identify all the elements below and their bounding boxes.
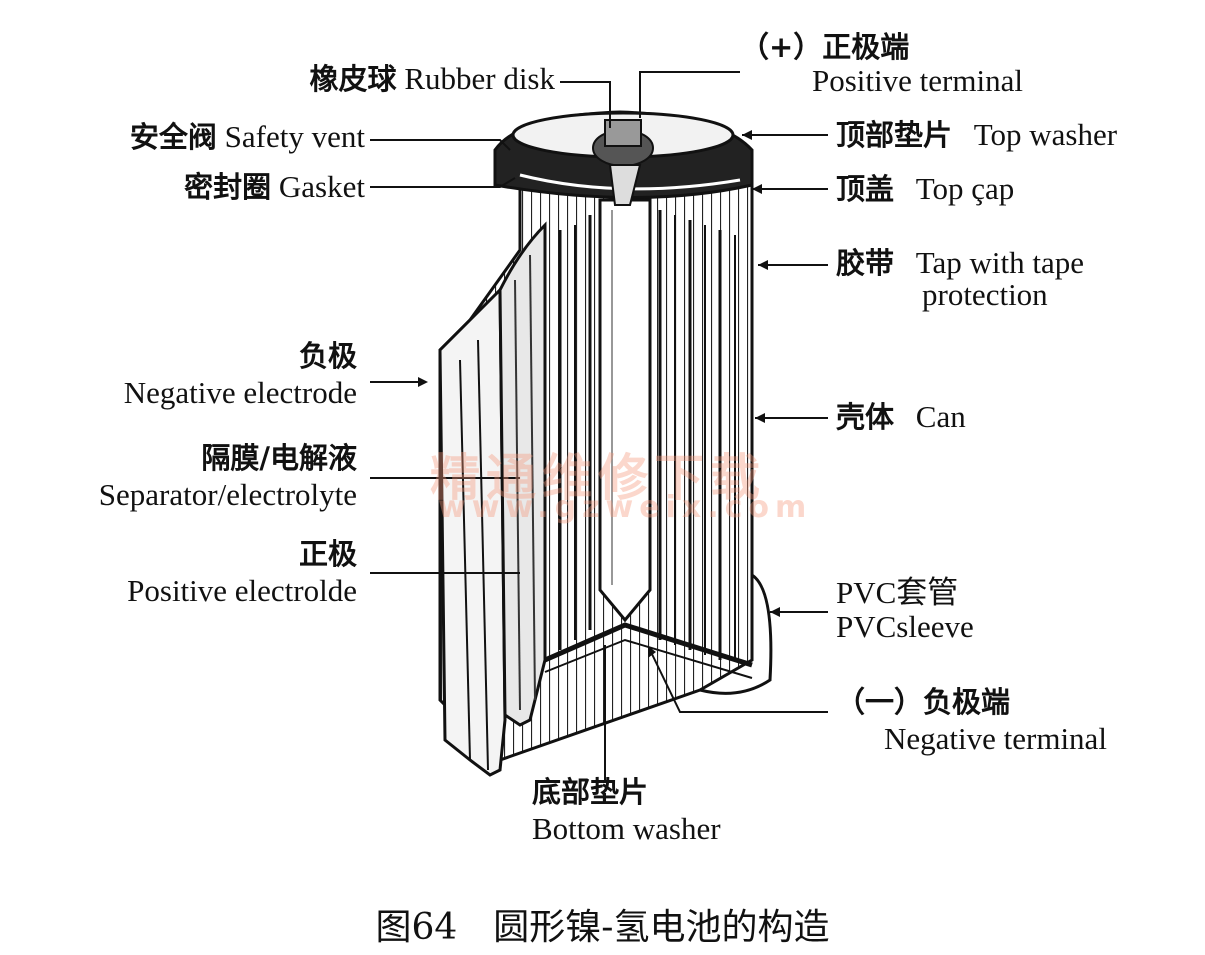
label-bottom-washer-zh: 底部垫片 [532,775,649,809]
negative-electrode-layer [438,286,507,777]
label-bottom-washer-en: Bottom washer [532,811,721,846]
label-tap-tape-line2: protection [922,277,1048,312]
label-pvc-sleeve-en: PVCsleeve [836,609,974,644]
label-positive-electrode-en: Positive electrolde [127,573,357,608]
label-separator-zh: 隔膜/电解液 [201,441,357,475]
label-tap-tape: 胶带 Tap with tape [836,245,1085,280]
label-positive-terminal: （+）正极端 [740,30,910,64]
central-core [598,198,652,623]
watermark-cn: 精通维修下载 [430,449,766,507]
label-positive-electrode-zh: 正极 [298,537,357,571]
label-safety-vent: 安全阀 Safety vent [129,119,365,154]
label-top-washer: 顶部垫片 Top washer [836,117,1118,152]
label-pvc-sleeve-zh: PVC套管 [836,575,959,610]
arrow-heads [418,130,780,658]
watermark-url: www.gzweix.com [438,490,813,525]
label-negative-terminal-zh: （一）负极端 [836,685,1011,719]
label-rubber-disk: 橡皮球 Rubber disk [309,61,555,96]
label-negative-electrode-en: Negative electrode [123,375,357,410]
label-negative-terminal-en: Negative terminal [884,721,1107,756]
bottom-washer-shape [543,622,753,668]
label-gasket: 密封圈 Gasket [184,169,365,204]
label-top-cap: 顶盖 Top çap [836,171,1015,206]
label-positive-terminal-en: Positive terminal [812,63,1023,98]
pvc-sleeve-edge [699,573,773,695]
electrode-windings [558,210,736,660]
label-separator-en: Separator/electrolyte [98,477,357,512]
label-negative-electrode-zh: 负极 [298,339,357,373]
label-can: 壳体 Can [836,399,966,434]
figure-caption: 图64 圆形镍-氢电池的构造 [375,907,830,948]
